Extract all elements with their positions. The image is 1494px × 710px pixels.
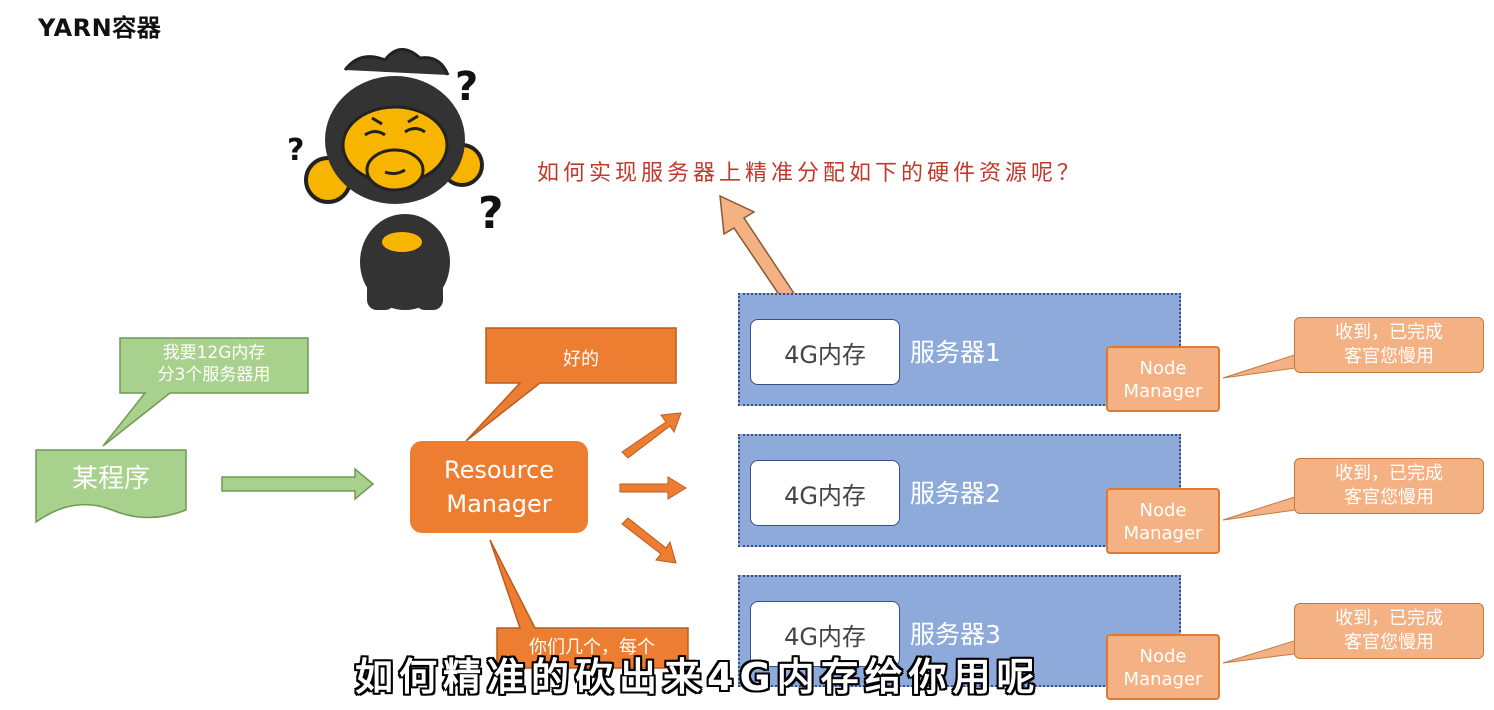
video-subtitle: 如何精准的砍出来4G内存给你用呢 <box>355 655 1041 699</box>
reply-box-2: 收到，已完成 客官您慢用 <box>1294 458 1484 514</box>
nm-line-2: Manager <box>1123 381 1203 402</box>
node-manager-3: Node Manager <box>1106 634 1220 700</box>
rm-label-line-1: Resource <box>443 456 555 484</box>
rm-label-line-2: Manager <box>446 490 552 518</box>
program-label: 某程序 <box>71 464 150 494</box>
bottom-bubble-text: 你们几个，每个 <box>529 637 655 658</box>
program-box <box>35 449 187 524</box>
question-text: 如何实现服务器上精准分配如下的硬件资源呢？ <box>537 161 1084 186</box>
reply-line-1: 收到，已完成 <box>1335 322 1443 343</box>
nm-line-2: Manager <box>1123 669 1203 690</box>
ok-bubble <box>465 327 677 442</box>
memory-box-2: 4G内存 <box>750 460 900 526</box>
reply-box-3: 收到，已完成 客官您慢用 <box>1294 603 1484 659</box>
rm-to-server-arrows <box>619 412 687 564</box>
nm-line-1: Node <box>1139 500 1187 521</box>
reply-box-1: 收到，已完成 客官您慢用 <box>1294 317 1484 373</box>
reply-line-1: 收到，已完成 <box>1335 608 1443 629</box>
svg-text:?: ? <box>478 188 504 239</box>
node-manager-1: Node Manager <box>1106 346 1220 412</box>
reply-line-2: 客官您慢用 <box>1344 346 1434 367</box>
reply-line-1: 收到，已完成 <box>1335 463 1443 484</box>
nm-line-1: Node <box>1139 358 1187 379</box>
resource-manager-box: Resource Manager <box>410 441 588 533</box>
request-line-1: 我要12G内存 <box>162 343 266 363</box>
program-to-rm-arrow <box>221 467 375 501</box>
server-label-2: 服务器2 <box>910 479 1001 508</box>
node-manager-2: Node Manager <box>1106 488 1220 554</box>
confused-monkey-icon: ? ? ? <box>287 48 504 310</box>
page-title: YARN容器 <box>38 14 162 42</box>
bottom-bubble <box>489 539 689 669</box>
server-label-1: 服务器1 <box>910 338 1001 367</box>
reply-line-2: 客官您慢用 <box>1344 632 1434 653</box>
server-box-3: 4G内存 服务器3 <box>738 575 1181 687</box>
reply-tails <box>1222 349 1311 664</box>
nm-line-1: Node <box>1139 646 1187 667</box>
request-bubble <box>102 337 309 447</box>
memory-box-1: 4G内存 <box>750 319 900 385</box>
request-text: 我要12G内存 分3个服务器用 <box>120 342 308 386</box>
request-line-2: 分3个服务器用 <box>157 365 271 385</box>
svg-text:?: ? <box>287 133 304 168</box>
nm-line-2: Manager <box>1123 523 1203 544</box>
reply-line-2: 客官您慢用 <box>1344 487 1434 508</box>
server-label-3: 服务器3 <box>910 620 1001 649</box>
svg-text:?: ? <box>455 64 478 110</box>
ok-text: 好的 <box>563 349 599 370</box>
memory-box-3: 4G内存 <box>750 601 900 667</box>
